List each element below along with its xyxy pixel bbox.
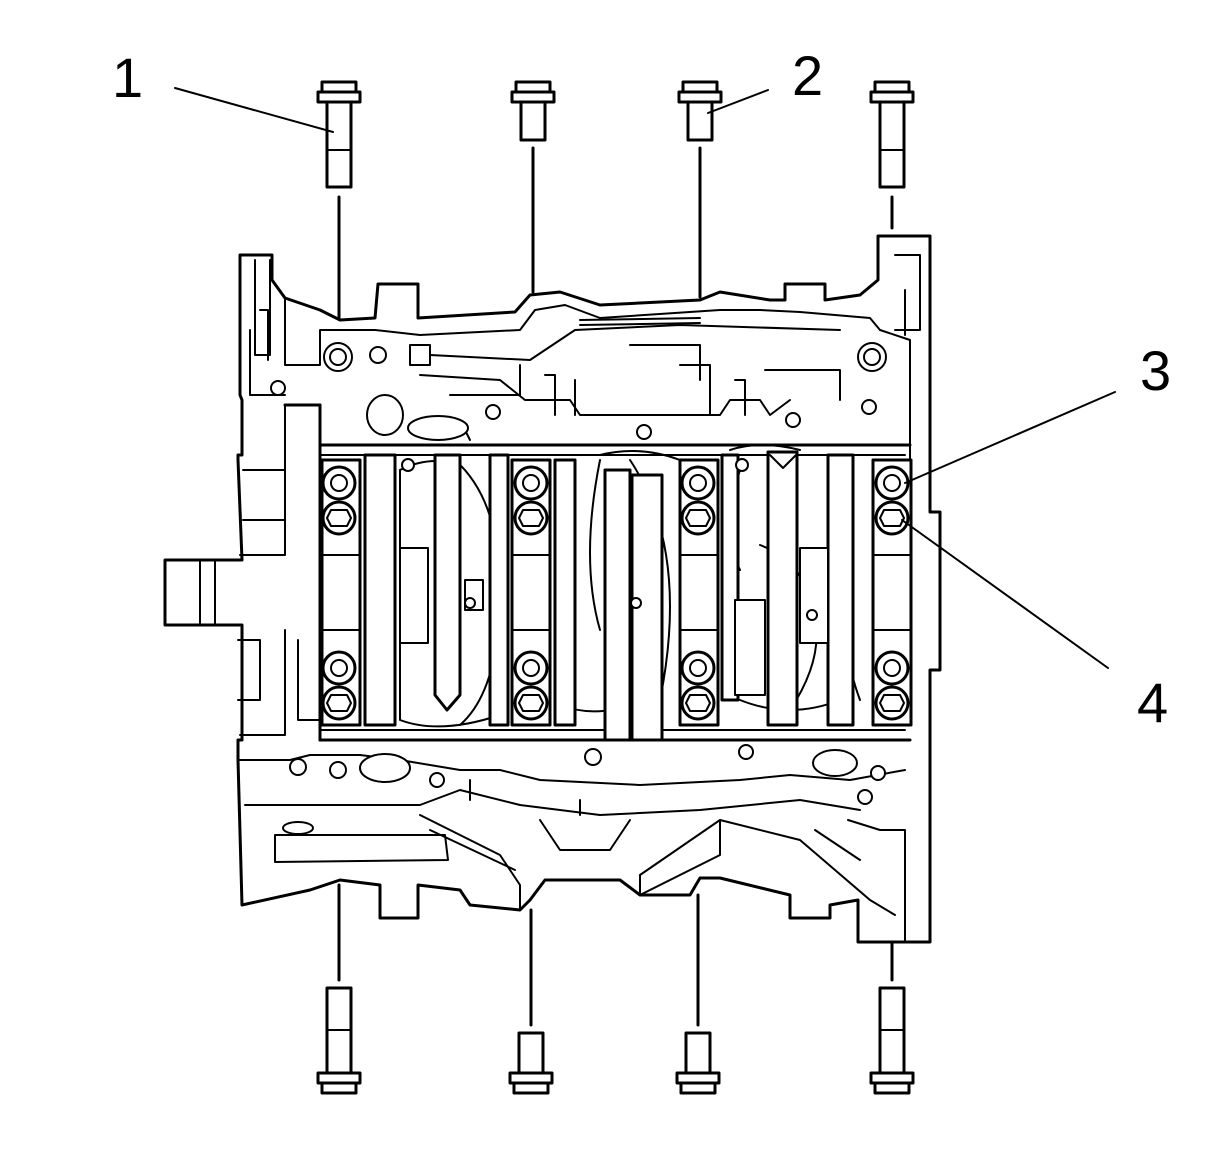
cap-bolt-col3-upper	[680, 465, 716, 536]
callout-4-leader	[901, 519, 1109, 669]
bearing-caps	[320, 458, 913, 727]
cap-bolt-col4-lower	[874, 650, 910, 721]
top-bolt-2	[510, 80, 556, 294]
callout-2-leader	[707, 89, 769, 114]
bottom-bolt-1	[316, 883, 362, 1095]
callout-2-label: 2	[792, 44, 823, 107]
bottom-bolt-3	[675, 893, 721, 1095]
callout-1: 1	[112, 46, 334, 133]
callout-3-label: 3	[1140, 339, 1171, 402]
callout-1-label: 1	[112, 46, 143, 109]
cap-bolt-col4-upper	[874, 465, 910, 536]
cap-bolt-col1-lower	[321, 650, 357, 721]
callout-3: 3	[904, 339, 1171, 484]
callout-1-leader	[174, 87, 334, 133]
top-bolt-1	[316, 80, 362, 320]
external-bolts	[316, 80, 915, 1095]
callout-2: 2	[707, 44, 823, 114]
block-outline	[163, 234, 942, 944]
bottom-bolt-4	[869, 940, 915, 1095]
callout-4-label: 4	[1137, 671, 1168, 734]
callout-4: 4	[901, 519, 1168, 734]
cap-bolt-col3-lower	[680, 650, 716, 721]
callout-3-leader	[904, 391, 1116, 484]
top-bolt-4	[869, 80, 915, 230]
cap-bolt-col2-lower	[513, 650, 549, 721]
top-bolt-3	[677, 80, 723, 299]
bearing-cap-bolts	[321, 465, 910, 721]
callouts: 1 2 3 4	[112, 44, 1171, 734]
block-holes	[270, 342, 887, 835]
cap-bolt-col1-upper	[321, 465, 357, 536]
cap-bolt-col2-upper	[513, 465, 549, 536]
bottom-bolt-2	[508, 908, 554, 1095]
crankshaft	[363, 444, 861, 742]
